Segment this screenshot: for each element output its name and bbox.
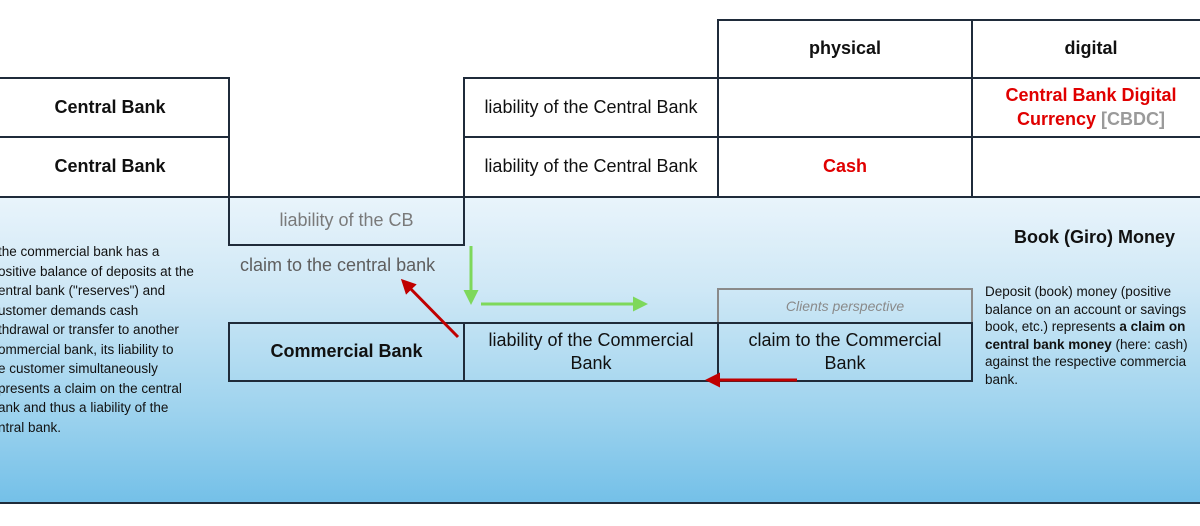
band-bottom-border xyxy=(0,502,1200,504)
row1-central-bank-label: Central Bank xyxy=(54,96,166,117)
claim-commercial-box: claim to the Commercial Bank xyxy=(717,322,973,382)
cash-label: Cash xyxy=(822,156,867,177)
right-text-line: against the respective commercia xyxy=(985,354,1187,369)
commercial-bank-label: Commercial Bank xyxy=(270,341,423,362)
right-text-line: Deposit (book) money (positive xyxy=(985,284,1172,299)
left-text-line: ntral bank. xyxy=(0,419,62,435)
left-text-line: presents a claim on the central xyxy=(0,380,182,396)
left-text-line: the commercial bank has a xyxy=(0,244,160,259)
cbdc-main-text: Central Bank Digital Currency xyxy=(1005,85,1177,129)
clients-perspective-label: Clients perspective xyxy=(785,297,905,314)
red-arrow-diagonal xyxy=(400,278,460,339)
header-digital-label: digital xyxy=(1064,38,1118,59)
row1-liability-cb-label: liability of the Central Bank xyxy=(484,96,698,117)
row1-cbdc-cell: Central Bank Digital Currency [CBDC] xyxy=(971,77,1200,138)
left-text-line: ank and thus a liability of the xyxy=(0,400,169,415)
row2-liability-cb-label: liability of the Central Bank xyxy=(484,156,698,177)
row2-central-bank-label: Central Bank xyxy=(54,156,166,177)
right-explanation: Deposit (book) money (positive balance o… xyxy=(985,283,1200,388)
book-money-band xyxy=(0,197,1200,502)
liability-commercial-box: liability of the Commercial Bank xyxy=(463,322,719,382)
band-top-border xyxy=(0,196,1200,198)
right-text-line: balance on an account or savings xyxy=(985,301,1187,317)
left-text-line: e customer simultaneously xyxy=(0,361,158,376)
right-text-line: central bank money (here: cash) xyxy=(985,336,1188,352)
cbdc-abbr-text: [CBDC] xyxy=(1101,108,1166,129)
left-text-line: ositive balance of deposits at the xyxy=(0,263,194,279)
cbdc-label: Central Bank Digital Currency [CBDC] xyxy=(979,84,1200,131)
liability-cb-label: liability of the CB xyxy=(279,210,414,231)
left-text-line: thdrawal or transfer to another xyxy=(0,322,179,337)
left-text-line: entral bank ("reserves") and xyxy=(0,283,166,298)
right-text-line: bank. xyxy=(985,371,1019,387)
liability-commercial-label: liability of the Commercial Bank xyxy=(488,329,694,373)
claim-cb-text: claim to the central bank xyxy=(240,255,436,275)
claim-commercial-label: claim to the Commercial Bank xyxy=(748,329,942,373)
header-physical-label: physical xyxy=(808,38,882,59)
liability-cb-box: liability of the CB xyxy=(228,196,465,246)
right-text-line: book, etc.) represents a claim on xyxy=(985,319,1186,334)
book-money-label: Book (Giro) Money xyxy=(1014,227,1175,247)
left-explanation: the commercial bank has a ositive balanc… xyxy=(0,242,226,437)
left-text-line: ustomer demands cash xyxy=(0,302,139,318)
left-text-line: ommercial bank, its liability to xyxy=(0,341,174,357)
